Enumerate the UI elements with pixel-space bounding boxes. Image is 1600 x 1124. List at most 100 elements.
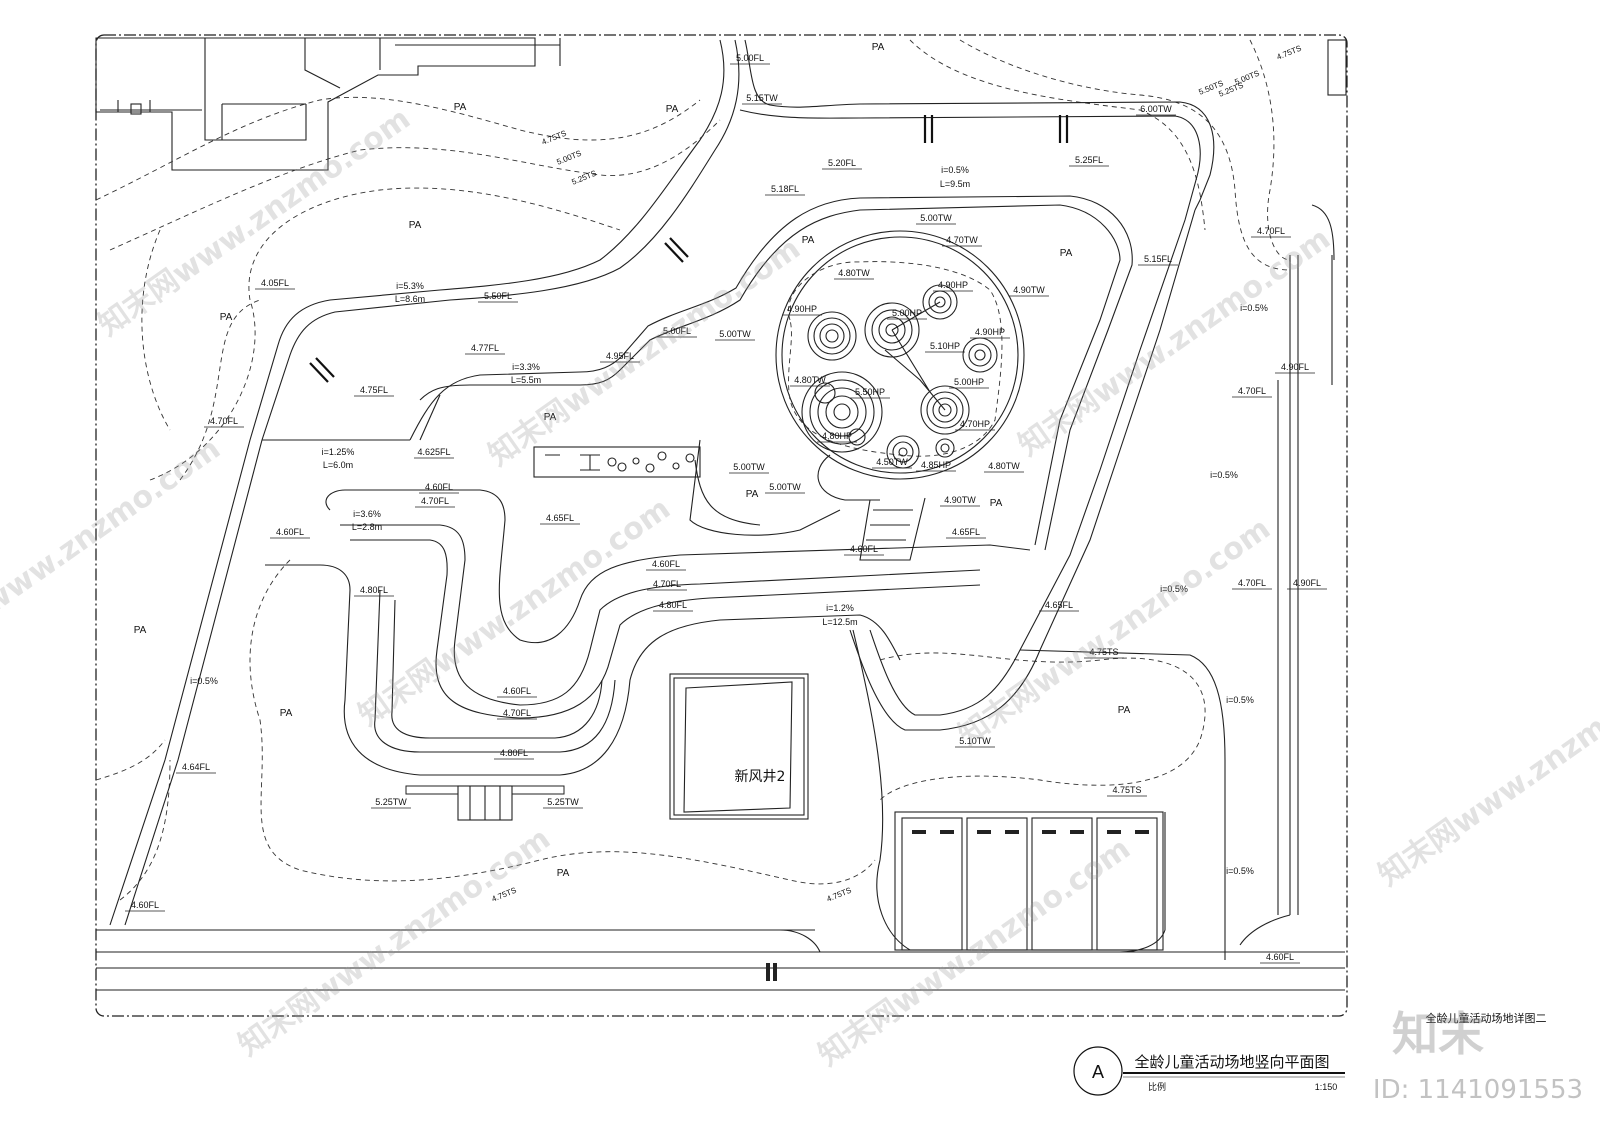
- elevation-label: 4.625FL: [417, 447, 450, 457]
- elevation-label: 4.70FL: [503, 708, 531, 718]
- elevation-label: 4.05FL: [261, 278, 289, 288]
- scale-value: 1:150: [1315, 1082, 1338, 1092]
- elevation-label: 5.50HP: [855, 387, 885, 397]
- elevation-label: 4.90HP: [975, 327, 1005, 337]
- planting-area-label: PA: [557, 868, 570, 879]
- planting-area-label: PA: [454, 102, 467, 113]
- slope-label: L=6.0m: [323, 460, 353, 470]
- break-marks: [309, 115, 1069, 383]
- elevation-label: 4.70FL: [1257, 226, 1285, 236]
- contour-label: 4.75TS: [1275, 44, 1302, 62]
- planting-area-label: PA: [134, 625, 147, 636]
- planting-area-label: PA: [1118, 705, 1131, 716]
- elevation-label: 4.90HP: [787, 304, 817, 314]
- watermark-layer: 知末网www.znzmo.com 知末网www.znzmo.com 知末网www.z…: [0, 101, 1600, 1073]
- elevation-label: 4.75FL: [360, 385, 388, 395]
- play-mounds: [801, 284, 998, 469]
- bench-feature: [533, 446, 701, 478]
- slope-label: L=2.8m: [352, 522, 382, 532]
- watermark-text: 知末网www.znzmo.com: [232, 821, 557, 1063]
- elevation-label: 4.70HP: [960, 419, 990, 429]
- contour-label: 4.75TS: [825, 886, 852, 904]
- elevation-label: 4.70FL: [653, 579, 681, 589]
- elevation-label: 4.90FL: [1293, 578, 1321, 588]
- drawing-title: 全龄儿童活动场地竖向平面图: [1134, 1053, 1329, 1071]
- planting-area-label: PA: [666, 104, 679, 115]
- brand-logo: 知末: [1392, 1007, 1484, 1061]
- elevation-label: 4.65FL: [952, 527, 980, 537]
- planting-area-label: PA: [872, 42, 885, 53]
- east-wall: [1239, 204, 1335, 946]
- south-road: [96, 629, 1345, 991]
- existing-building: [95, 37, 561, 171]
- elevation-label: 4.90TW: [944, 495, 976, 505]
- elevation-label: 4.70FL: [1238, 578, 1266, 588]
- elevation-label: 4.64FL: [182, 762, 210, 772]
- elevation-label: 4.85HP: [921, 460, 951, 470]
- elevation-label: 4.70TW: [946, 235, 978, 245]
- elevation-label: 4.60FL: [276, 527, 304, 537]
- fresh-air-shaft: [669, 673, 809, 820]
- slope-label: L=8.6m: [395, 294, 425, 304]
- elevation-label: 5.15FL: [1144, 254, 1172, 264]
- circular-play-plaza: [775, 230, 1025, 561]
- elevation-label: 6.00TW: [1140, 104, 1172, 114]
- contour-label: 4.75TS: [540, 129, 567, 147]
- elevation-label: 4.80FL: [360, 585, 388, 595]
- planting-area-label: PA: [544, 412, 557, 423]
- building-fragment-right: [1327, 39, 1347, 96]
- elevation-label: 4.60FL: [1266, 952, 1294, 962]
- drawing-border: [95, 34, 1348, 1017]
- elevation-label: 5.00HP: [954, 377, 984, 387]
- elevation-label: 4.90FL: [1281, 362, 1309, 372]
- planting-area-label: PA: [409, 220, 422, 231]
- elevation-label: 5.25TW: [375, 797, 407, 807]
- elevation-label: 4.75TS: [1089, 647, 1118, 657]
- elevation-label: 4.90HP: [938, 280, 968, 290]
- elevation-label: 5.25FL: [1075, 155, 1103, 165]
- elevation-label: 5.10HP: [930, 341, 960, 351]
- elevation-label: 5.00TW: [733, 462, 765, 472]
- planting-area-label: PA: [746, 489, 759, 500]
- parking-bays: [894, 811, 1164, 951]
- fresh-air-shaft-label: 新风井2: [735, 769, 786, 785]
- walkway-outlines: [109, 39, 1215, 926]
- slope-label: i=0.5%: [941, 165, 969, 175]
- elevation-label: 4.70FL: [1238, 386, 1266, 396]
- elevation-label: 4.95FL: [606, 351, 634, 361]
- elevation-label: 4.80FL: [500, 748, 528, 758]
- title-block: A 全龄儿童活动场地竖向平面图 比例 1:150 全龄儿童活动场地详图二: [1073, 1011, 1547, 1096]
- slope-label: i=0.5%: [1240, 303, 1268, 313]
- slope-label: i=3.6%: [353, 509, 381, 519]
- planting-area-label: PA: [280, 708, 293, 719]
- elevation-label: 4.60FL: [850, 544, 878, 554]
- elevation-label: 4.50TW: [876, 457, 908, 467]
- elevation-label: 4.80TW: [988, 461, 1020, 471]
- elevation-label: 5.00HP: [892, 308, 922, 318]
- elevation-label: 4.60FL: [652, 559, 680, 569]
- slope-label: L=9.5m: [940, 179, 970, 189]
- contour-labels: 4.75TS5.00TS5.25TS5.00TS5.25TS5.50TS4.75…: [490, 44, 1302, 904]
- elevation-label: 5.00TW: [719, 329, 751, 339]
- elevation-label: 4.80TW: [794, 375, 826, 385]
- scale-label: 比例: [1148, 1081, 1166, 1093]
- elevation-label: 4.65FL: [546, 513, 574, 523]
- slope-label: i=3.3%: [512, 362, 540, 372]
- elevation-label: 4.77FL: [471, 343, 499, 353]
- watermark-text: 知末网www.znzmo.com: [1372, 651, 1600, 893]
- elevation-label: 5.00TW: [769, 482, 801, 492]
- contour-lines: [95, 39, 1291, 901]
- slope-label: i=0.5%: [190, 676, 218, 686]
- slope-label: i=0.5%: [1160, 584, 1188, 594]
- elevation-label: 4.60FL: [503, 686, 531, 696]
- slope-label: i=0.5%: [1210, 470, 1238, 480]
- slope-label: i=0.5%: [1226, 866, 1254, 876]
- slope-label: L=12.5m: [822, 617, 857, 627]
- watermark-text: 知末网www.znzmo.com: [92, 101, 417, 343]
- elevation-label: 4.75TS: [1112, 785, 1141, 795]
- elevation-label: 5.18FL: [771, 184, 799, 194]
- title-marker: A: [1092, 1062, 1104, 1082]
- planting-area-label: PA: [220, 312, 233, 323]
- watermark-text: 知末网www.znzmo.com: [952, 511, 1277, 753]
